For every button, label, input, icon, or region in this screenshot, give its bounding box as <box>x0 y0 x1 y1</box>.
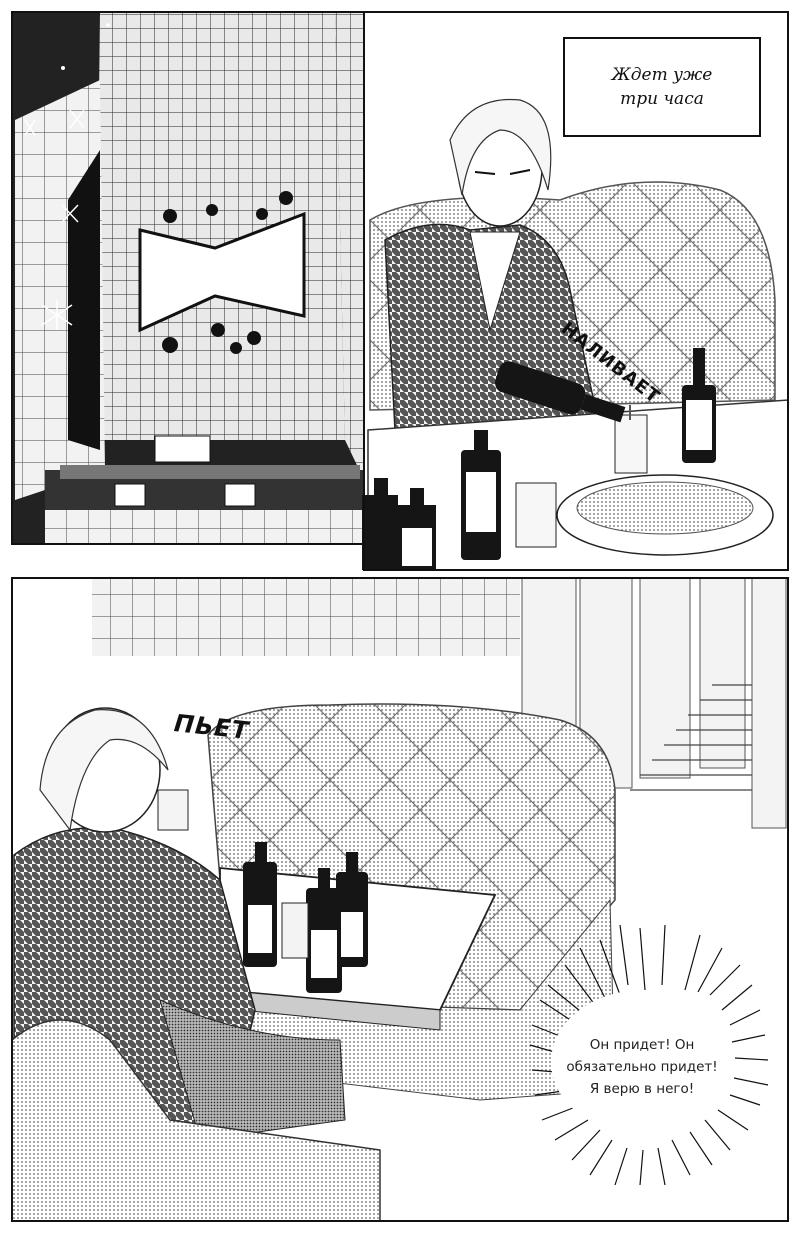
thought-balloon-text: Он придет! Он обязательно придет! Я верю… <box>566 1037 718 1097</box>
caption-text: Ждет уже три часа <box>611 65 713 109</box>
caption-box: Ждет уже три часа <box>563 37 761 137</box>
panel-drinking <box>11 577 789 1222</box>
panel-building <box>11 11 365 545</box>
